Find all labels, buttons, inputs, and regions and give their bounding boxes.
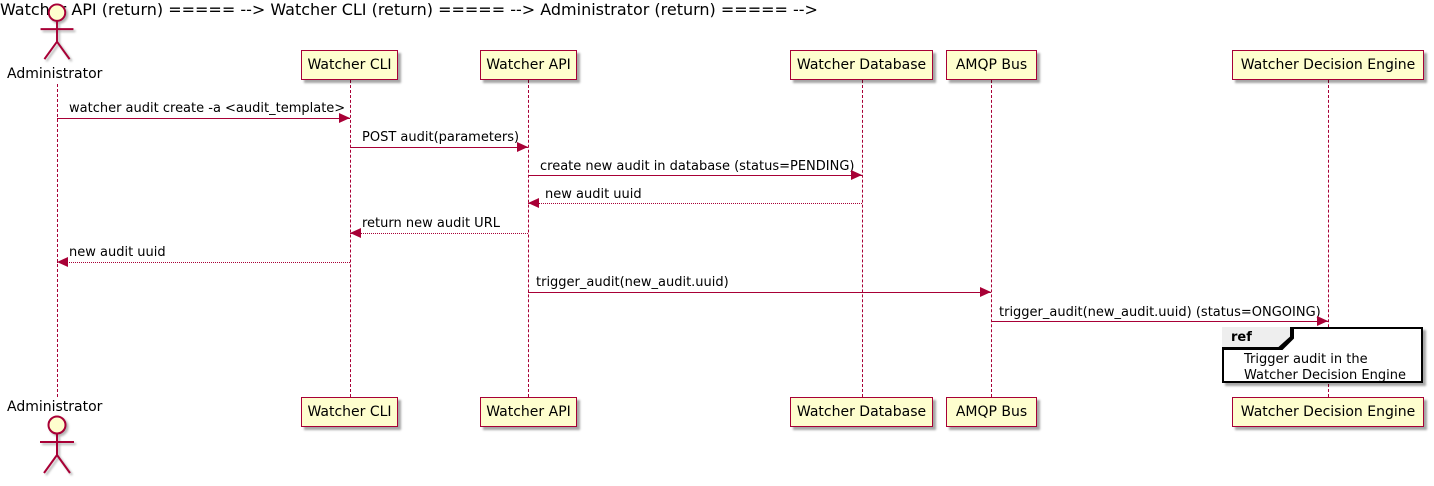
message-2-arrowhead-icon bbox=[517, 142, 528, 152]
participant-watcher-database-top: Watcher Database bbox=[790, 50, 933, 80]
actor-label-bottom: Administrator bbox=[7, 399, 103, 415]
message-7-arrowhead-icon bbox=[980, 287, 991, 297]
participant-watcher-cli-top: Watcher CLI bbox=[301, 50, 398, 80]
participant-amqp-bus-top: AMQP Bus bbox=[946, 50, 1037, 80]
message-3-arrowhead-icon bbox=[851, 170, 862, 180]
message-6-line bbox=[57, 262, 350, 263]
message-1-label: watcher audit create -a <audit_template> bbox=[69, 101, 346, 116]
message-4-arrowhead-icon bbox=[528, 198, 539, 208]
ref-fragment-line-2: Watcher Decision Engine bbox=[1244, 367, 1406, 383]
ref-fragment-text: Trigger audit in the Watcher Decision En… bbox=[1244, 352, 1406, 383]
participant-watcher-database-bottom: Watcher Database bbox=[790, 397, 933, 427]
message-7-label: trigger_audit(new_audit.uuid) bbox=[536, 275, 729, 290]
lifeline-watcher-api bbox=[528, 80, 529, 397]
message-6-label: new audit uuid bbox=[69, 245, 166, 260]
message-1-line bbox=[57, 118, 350, 119]
participant-watcher-api-top: Watcher API bbox=[480, 50, 577, 80]
message-2-line bbox=[350, 147, 528, 148]
lifeline-watcher-cli bbox=[350, 80, 351, 397]
message-8-arrowhead-icon bbox=[1317, 316, 1328, 326]
actor-icon bbox=[40, 3, 74, 60]
message-5-line bbox=[350, 233, 528, 234]
message-7-line bbox=[528, 292, 991, 293]
ref-tag: ref bbox=[1222, 327, 1294, 350]
message-6-arrowhead-icon bbox=[57, 257, 68, 267]
actor-label-top: Administrator bbox=[7, 66, 103, 82]
message-4-label: new audit uuid bbox=[545, 187, 642, 202]
message-2-label: POST audit(parameters) bbox=[362, 130, 520, 145]
ref-fragment-line-1: Trigger audit in the bbox=[1244, 352, 1368, 367]
participant-watcher-decision-engine-bottom: Watcher Decision Engine bbox=[1232, 397, 1424, 427]
participant-amqp-bus-bottom: AMQP Bus bbox=[946, 397, 1037, 427]
participant-watcher-decision-engine-top: Watcher Decision Engine bbox=[1232, 50, 1424, 80]
message-5-label: return new audit URL bbox=[362, 216, 500, 231]
message-4-line bbox=[528, 203, 862, 204]
participant-watcher-cli-bottom: Watcher CLI bbox=[301, 397, 398, 427]
message-5-arrowhead-icon bbox=[350, 228, 361, 238]
lifeline-watcher-decision-engine bbox=[1328, 80, 1329, 397]
message-3-label: create new audit in database (status=PEN… bbox=[540, 159, 855, 174]
message-3-line bbox=[528, 175, 862, 176]
message-8-line bbox=[991, 321, 1328, 322]
message-1-arrowhead-icon bbox=[339, 113, 350, 123]
participant-watcher-api-bottom: Watcher API bbox=[480, 397, 577, 427]
lifeline-watcher-database bbox=[862, 80, 863, 397]
ref-tag-label: ref bbox=[1222, 327, 1290, 347]
lifeline-amqp-bus bbox=[991, 80, 992, 397]
ref-fragment: ref Trigger audit in the Watcher Decisio… bbox=[1222, 327, 1423, 383]
actor-icon bbox=[40, 415, 74, 474]
lifeline-administrator bbox=[57, 84, 58, 397]
message-8-label: trigger_audit(new_audit.uuid) (status=ON… bbox=[999, 305, 1321, 320]
